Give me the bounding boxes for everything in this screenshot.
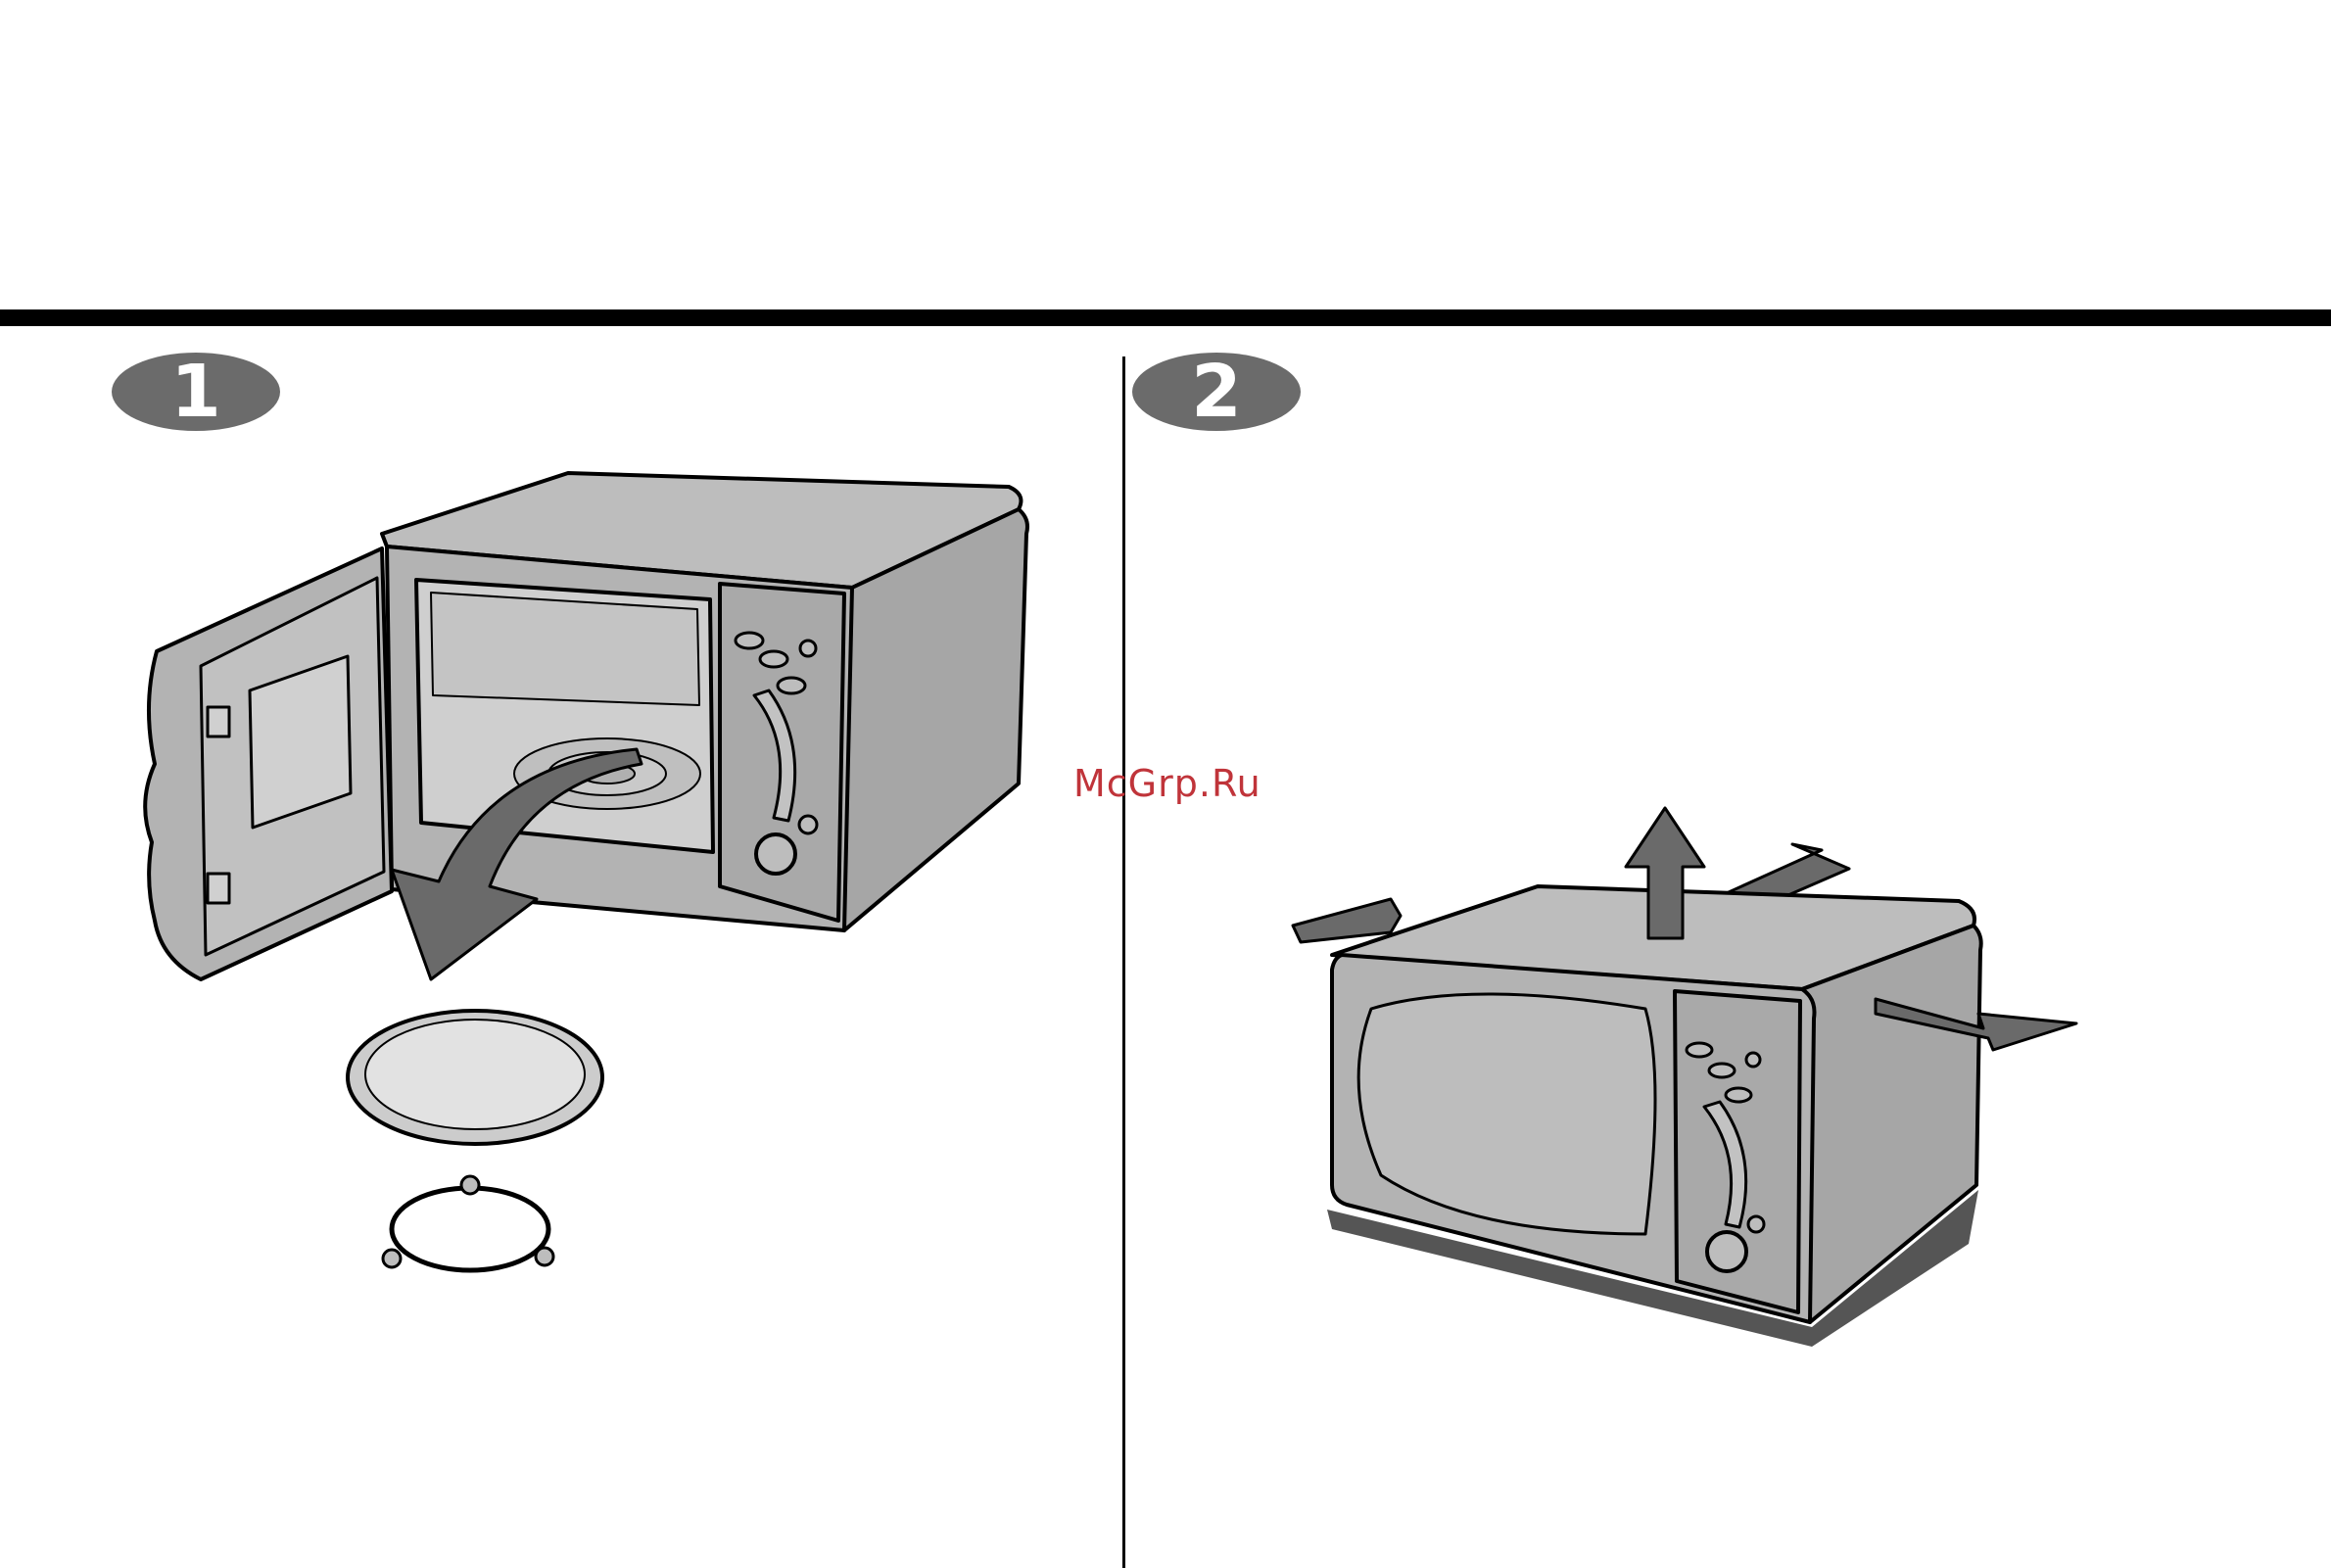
door-latch (208, 707, 229, 736)
roller-wheel (383, 1250, 401, 1267)
control-button (1709, 1064, 1735, 1077)
door-latch (208, 874, 229, 903)
closed-microwave-illustration (1293, 808, 2076, 1347)
timer-knob (756, 834, 795, 874)
watermark-text: McGrp.Ru (1073, 762, 1261, 805)
control-button (760, 651, 787, 667)
control-button (736, 633, 763, 648)
roller-ring (392, 1188, 548, 1270)
roller-wheel (536, 1248, 553, 1265)
control-button (1687, 1043, 1712, 1057)
timer-knob (1707, 1232, 1746, 1271)
control-indicator (1746, 1053, 1760, 1067)
roller-wheel (461, 1176, 479, 1194)
control-indicator (800, 641, 816, 656)
open-microwave-illustration (145, 473, 1027, 1270)
control-button (1726, 1088, 1751, 1102)
control-button (778, 678, 805, 693)
